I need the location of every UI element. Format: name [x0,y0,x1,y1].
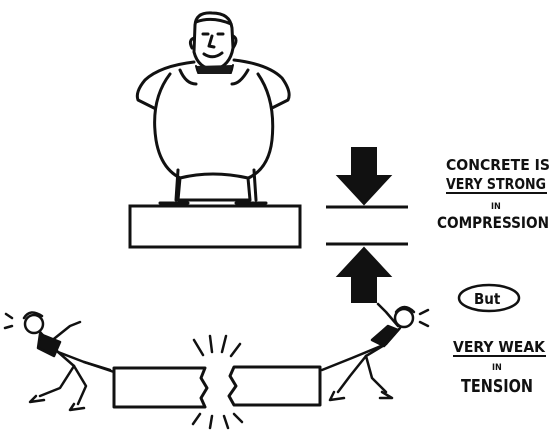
label-concrete-is: CONCRETE IS [446,156,550,174]
broken-concrete-beam [114,367,320,407]
label-compression: COMPRESSION [437,213,549,232]
label-in-1: IN [491,202,501,212]
arrow-up-icon [338,248,390,302]
compression-symbol [326,148,408,302]
label-very-strong: VERY STRONG [446,175,546,193]
label-very-weak: VERY WEAK [453,338,546,356]
concrete-block-top [130,206,300,247]
left-puller-figure [5,312,114,410]
beam-left-piece [114,368,207,407]
label-tension: TENSION [461,376,533,397]
label-in-2: IN [492,363,502,373]
beam-right-piece [229,367,320,405]
label-but: But [474,290,501,308]
strongman-figure [137,13,289,205]
right-puller-figure [322,304,428,400]
arrow-down-icon [338,148,390,204]
